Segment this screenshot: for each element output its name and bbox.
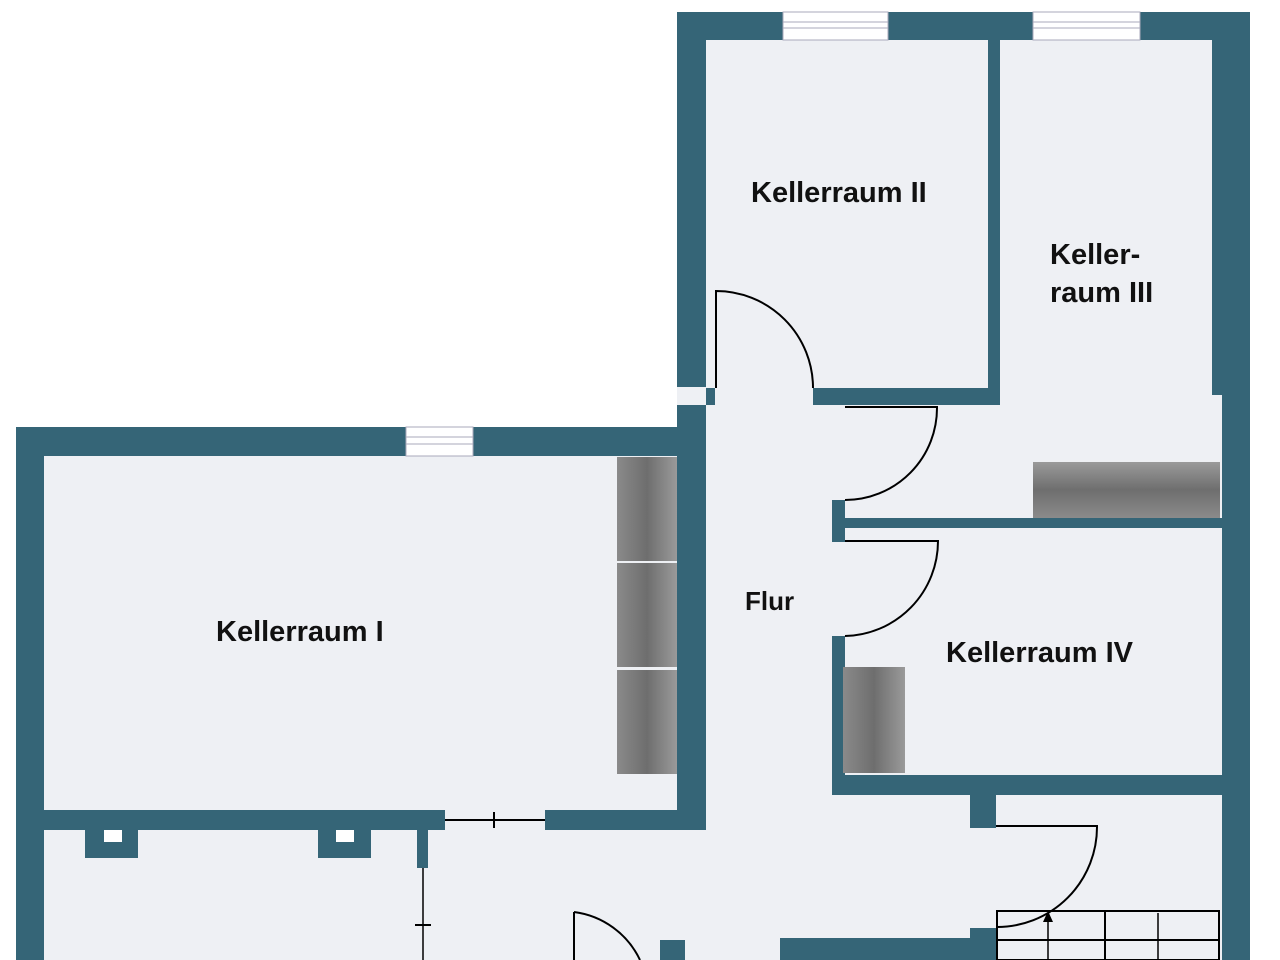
stairs xyxy=(996,910,1220,960)
windows xyxy=(405,11,1141,457)
label-kellerraum-3-line1: Keller- xyxy=(1050,239,1140,271)
walls xyxy=(16,12,1250,960)
label-kellerraum-1: Kellerraum I xyxy=(216,616,384,648)
label-flur: Flur xyxy=(745,586,794,616)
label-kellerraum-4: Kellerraum IV xyxy=(946,637,1134,669)
doors xyxy=(415,289,1099,960)
shelves xyxy=(617,457,1220,774)
label-kellerraum-2: Kellerraum II xyxy=(751,177,927,209)
label-kellerraum-3-line2: raum III xyxy=(1050,277,1153,309)
